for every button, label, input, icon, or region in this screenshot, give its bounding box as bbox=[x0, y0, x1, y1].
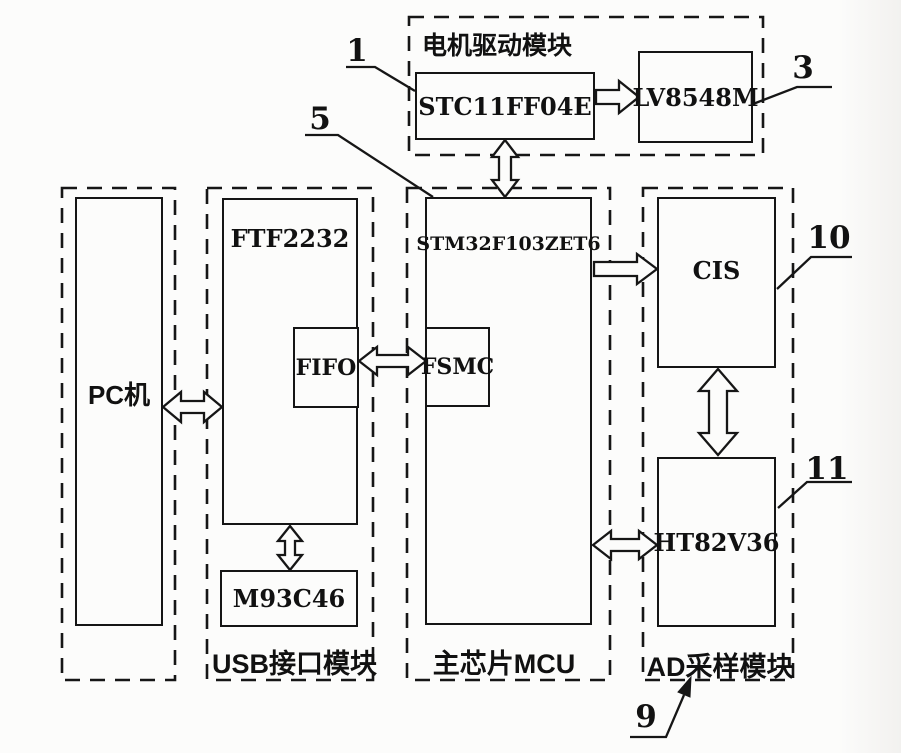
arrow-ftf2232-m93c46-bidirectional bbox=[275, 524, 305, 572]
ref-number-5: 5 bbox=[309, 101, 331, 137]
fifo-label: FIFO bbox=[295, 354, 357, 381]
ad-module-dashed-box bbox=[641, 186, 795, 682]
ref-number-3: 3 bbox=[792, 50, 814, 86]
fsmc-block: FSMC bbox=[421, 327, 494, 407]
ref-number-11: 11 bbox=[805, 451, 849, 487]
ht82v36-label: HT82V36 bbox=[653, 527, 780, 557]
pc-dashed-box bbox=[60, 186, 177, 682]
ref-number-1: 1 bbox=[346, 33, 368, 69]
cis-label: CIS bbox=[692, 256, 741, 285]
m93c46-label: M93C46 bbox=[232, 584, 346, 613]
ref-number-10: 10 bbox=[807, 220, 851, 256]
stc11ff04e-block: STC11FF04E bbox=[415, 72, 595, 140]
arrow-stm32-ht82v36-bidirectional bbox=[591, 528, 659, 562]
leader-line-5 bbox=[305, 133, 434, 198]
pc-label: PC机 bbox=[87, 380, 151, 410]
ftf2232-label: FTF2232 bbox=[230, 224, 350, 253]
ref-number-9: 9 bbox=[635, 699, 657, 735]
fsmc-label: FSMC bbox=[420, 354, 495, 380]
lv8548m-block: LV8548M bbox=[633, 51, 759, 143]
arrow-pc-ftf2232-bidirectional bbox=[161, 389, 224, 425]
leader-line-1 bbox=[346, 65, 416, 92]
leader-line-11 bbox=[777, 480, 852, 509]
leader-line-3 bbox=[752, 85, 832, 106]
lv8548m-label: LV8548M bbox=[632, 82, 759, 112]
usb-module-dashed-box bbox=[205, 186, 375, 682]
pc-block: PC机 bbox=[75, 197, 163, 626]
leader-line-10 bbox=[776, 255, 852, 290]
leader-arrowhead-9 bbox=[677, 675, 692, 698]
stc11ff04e-label: STC11FF04E bbox=[418, 91, 592, 121]
arrow-cis-ht82v36-bidirectional bbox=[696, 367, 740, 457]
mcu-module-title: 主芯片MCU bbox=[432, 649, 576, 679]
motor-module-dashed-box bbox=[407, 15, 765, 157]
m93c46-block: M93C46 bbox=[220, 570, 358, 627]
motor-module-title: 电机驱动模块 bbox=[421, 32, 572, 60]
arrow-stc-to-lv8548m bbox=[594, 78, 641, 116]
arrow-fifo-fsmc-bidirectional bbox=[357, 344, 428, 378]
ht82v36-block: HT82V36 bbox=[654, 457, 779, 627]
stm32-block: STM32F103ZET6 bbox=[416, 197, 601, 625]
leader-line-9 bbox=[630, 694, 686, 739]
cis-block: CIS bbox=[657, 197, 776, 368]
ad-module-title: AD采样模块 bbox=[646, 652, 794, 682]
stm32-label: STM32F103ZET6 bbox=[416, 233, 601, 255]
arrow-stm32-to-cis bbox=[592, 251, 659, 287]
fifo-block: FIFO bbox=[293, 327, 359, 408]
usb-module-title: USB接口模块 bbox=[212, 649, 378, 679]
